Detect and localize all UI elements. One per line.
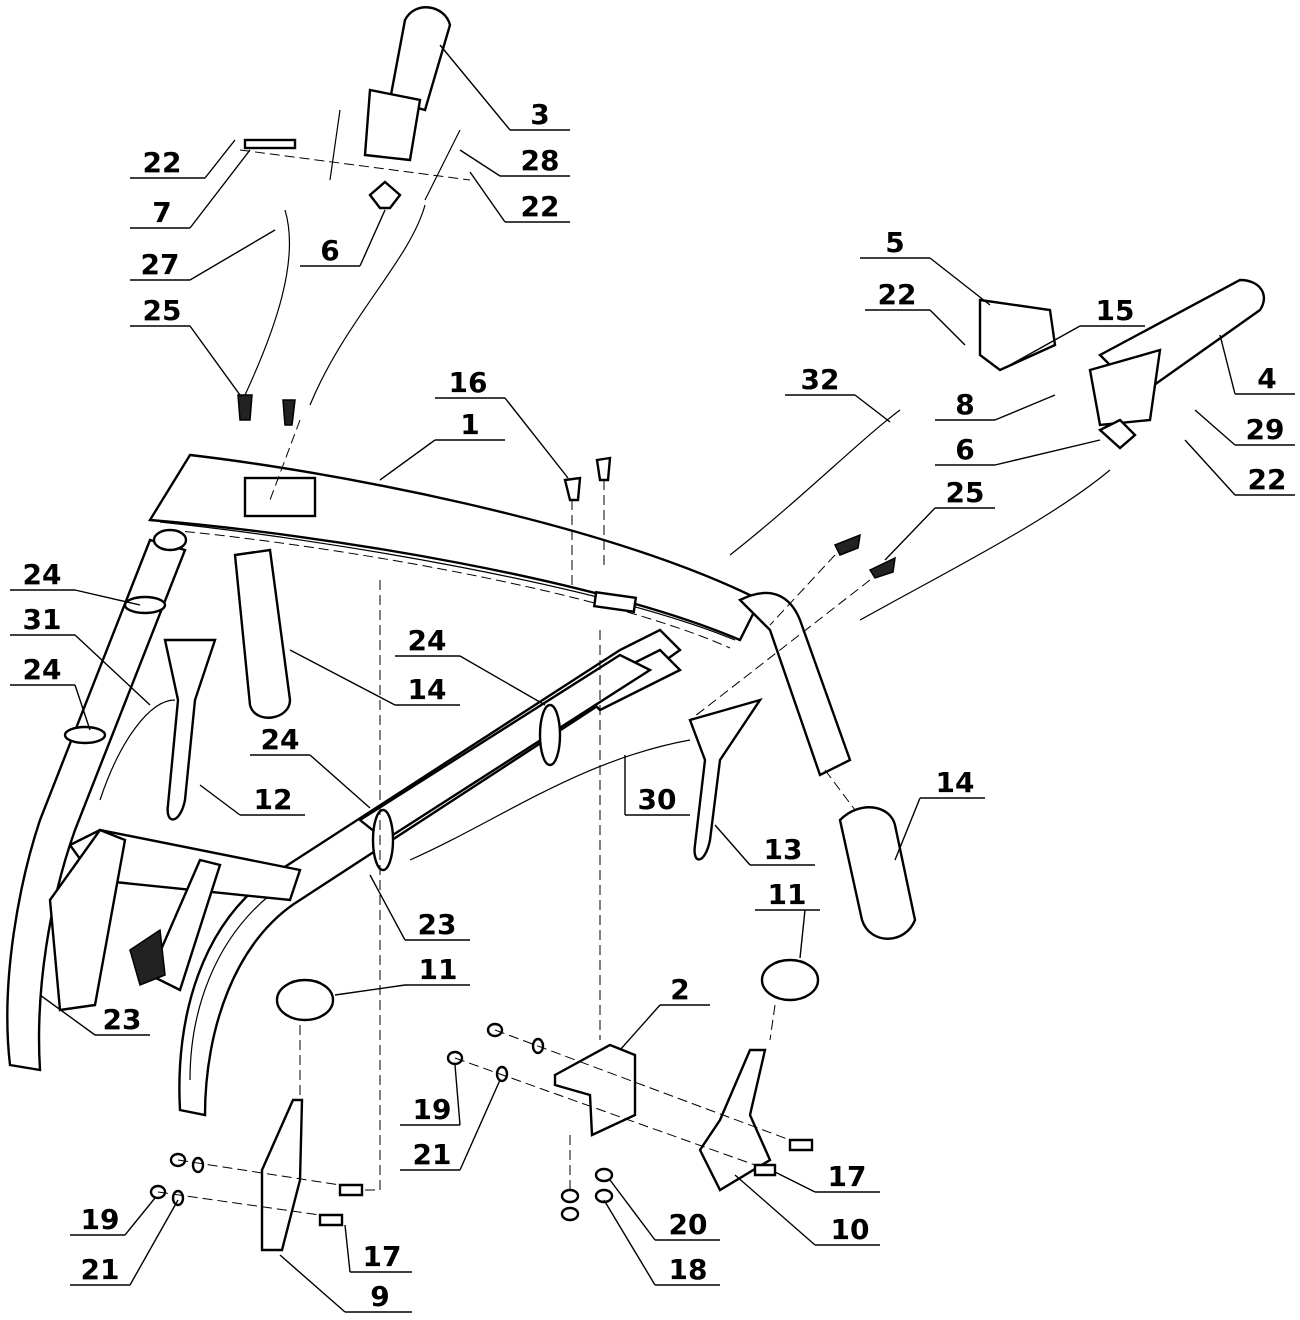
callout-11-left: 11: [419, 953, 458, 986]
bolt-25b: [282, 399, 296, 426]
left-lever: [163, 638, 217, 821]
bolt-25a: [237, 394, 253, 421]
callout-5: 5: [885, 226, 904, 259]
bolt-16b: [595, 456, 612, 482]
right-grip: [838, 806, 917, 940]
left-grip: [233, 548, 292, 719]
right-plate: [148, 858, 222, 992]
callout-18: 18: [669, 1253, 708, 1286]
assembly-drawing: [6, 6, 1266, 1252]
callout-3: 3: [530, 98, 549, 131]
callout-14-left: 14: [408, 673, 447, 706]
callout-32: 32: [801, 363, 840, 396]
callout-22-right-top: 22: [878, 278, 917, 311]
wing-nut-6b: [1097, 418, 1137, 450]
callout-15: 15: [1096, 294, 1135, 327]
callout-22-right-bottom: 22: [1248, 463, 1287, 496]
cable-27: [244, 209, 291, 396]
callout-27: 27: [141, 248, 180, 281]
callout-24-d: 24: [261, 723, 300, 756]
left-plate: [48, 828, 127, 1012]
left-handle-bracket: [363, 88, 422, 162]
band-24c: [538, 703, 562, 767]
callout-21-lower: 21: [81, 1253, 120, 1286]
callout-22-upper-left: 22: [143, 146, 182, 179]
callout-2: 2: [670, 973, 689, 1006]
callout-20: 20: [669, 1208, 708, 1241]
knob-11b: [760, 958, 820, 1002]
callout-13: 13: [764, 833, 803, 866]
right-handle-bracket: [1088, 348, 1162, 427]
band-24d: [371, 808, 395, 872]
knob-11a: [275, 978, 335, 1022]
bolt-25d: [868, 556, 896, 579]
screw-17b: [318, 1213, 344, 1227]
callout-19-upper: 19: [413, 1093, 452, 1126]
bolt-16a: [563, 476, 582, 502]
cable-29: [859, 469, 1111, 621]
callout-23-lower: 23: [103, 1003, 142, 1036]
frame-slot-left: [243, 476, 317, 518]
cable-31: [99, 699, 176, 801]
left-upright-tube: [6, 538, 187, 1072]
callout-21-upper: 21: [413, 1138, 452, 1171]
callout-24-a: 24: [23, 558, 62, 591]
callout-14-right: 14: [936, 766, 975, 799]
callout-25-left: 25: [143, 294, 182, 327]
callout-29: 29: [1246, 413, 1285, 446]
bracket-2: [553, 1043, 637, 1137]
callout-25-right: 25: [946, 476, 985, 509]
callout-12: 12: [254, 783, 293, 816]
band-24b: [63, 725, 107, 745]
screw-17a: [338, 1183, 364, 1197]
screw-17c: [788, 1138, 814, 1152]
latch-9: [260, 1098, 304, 1252]
callout-31: 31: [23, 603, 62, 636]
pin-7: [243, 138, 297, 150]
callout-17-left: 17: [363, 1240, 402, 1273]
callout-6-right: 6: [955, 433, 974, 466]
band-24a: [123, 595, 167, 615]
callout-16: 16: [449, 366, 488, 399]
cable-32: [729, 409, 901, 556]
callout-7: 7: [152, 196, 171, 229]
frame-slot-right: [592, 590, 638, 614]
callout-23-upper: 23: [418, 908, 457, 941]
right-upright-tube: [737, 591, 852, 777]
callout-22-upper-right: 22: [521, 190, 560, 223]
callout-11-right: 11: [768, 878, 807, 911]
right-lever: [688, 697, 763, 861]
callout-30: 30: [638, 783, 677, 816]
wing-nut-6a: [368, 180, 402, 210]
callout-6-left: 6: [320, 234, 339, 267]
callout-9: 9: [370, 1280, 389, 1313]
bracket-5: [978, 298, 1057, 372]
callout-4: 4: [1257, 362, 1276, 395]
callout-8: 8: [955, 388, 974, 421]
callout-1: 1: [460, 408, 479, 441]
cable-30: [409, 739, 691, 861]
bolt-25c: [833, 533, 861, 556]
callout-24-b: 24: [23, 653, 62, 686]
callouts: 3 22 28 7 22 27 6 25 5 22 15 32: [10, 44, 1295, 1313]
callout-17-right: 17: [828, 1160, 867, 1193]
left-handle-tube: [388, 6, 452, 112]
cable-28: [309, 204, 426, 406]
callout-10: 10: [831, 1213, 870, 1246]
washers: [149, 1022, 614, 1222]
screw-17d: [753, 1163, 777, 1177]
callout-28: 28: [521, 144, 560, 177]
callout-19-lower: 19: [81, 1203, 120, 1236]
callout-24-c: 24: [408, 624, 447, 657]
